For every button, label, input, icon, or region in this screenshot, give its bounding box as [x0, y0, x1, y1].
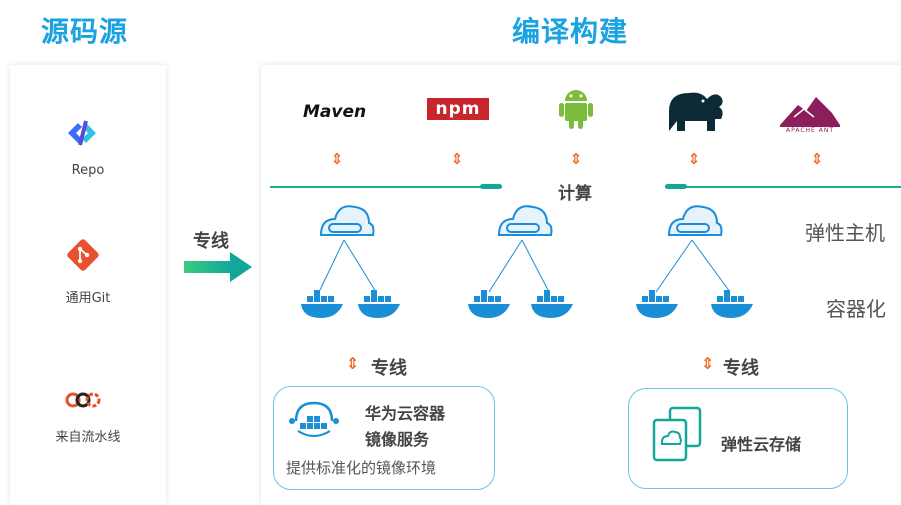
swr-title-line1: 华为云容器	[365, 404, 446, 423]
swr-icon	[286, 397, 342, 445]
docker-whale-icon	[468, 290, 510, 318]
pipeline-label: 来自流水线	[55, 430, 121, 445]
ant-logo: APACHE ANT	[776, 87, 844, 137]
docker-whale-icon	[711, 290, 753, 318]
tool-arrow-icon: ⇕	[810, 150, 824, 168]
swr-description: 提供标准化的镜像环境	[286, 459, 437, 477]
cloud-host-icon	[667, 205, 723, 236]
swr-title-line2: 镜像服务	[365, 430, 430, 449]
link-arrow-icon: ⇕	[346, 354, 360, 373]
repo-label: Repo	[71, 163, 105, 178]
right-link-label: 专线	[723, 358, 759, 379]
connector-label: 专线	[193, 231, 229, 252]
git-label: 通用Git	[65, 291, 111, 306]
tool-arrow-icon: ⇕	[569, 150, 583, 168]
tool-arrow-icon: ⇕	[330, 150, 344, 168]
compute-label: 计算	[558, 184, 592, 204]
docker-whale-icon	[358, 290, 400, 318]
maven-logo: Maven	[303, 102, 367, 122]
pipeline-icon[interactable]	[63, 388, 103, 412]
android-icon	[558, 85, 594, 131]
left-link-label: 专线	[371, 358, 407, 379]
build-header: 编译构建	[512, 15, 629, 48]
docker-whale-icon	[531, 290, 573, 318]
tool-arrow-icon: ⇕	[450, 150, 464, 168]
compute-line-left-end	[480, 184, 502, 189]
docker-whale-icon	[301, 290, 343, 318]
cloud-host-icon	[497, 205, 553, 236]
compute-line-right-end	[665, 184, 687, 189]
host-layer-label: 弹性主机	[805, 221, 885, 245]
gradle-elephant-icon	[663, 83, 729, 135]
compute-line-right	[665, 186, 901, 188]
tool-arrow-icon: ⇕	[687, 150, 701, 168]
container-layer-label: 容器化	[826, 297, 886, 321]
source-header: 源码源	[41, 15, 129, 48]
compute-line-left	[270, 186, 502, 188]
link-arrow-icon: ⇕	[701, 354, 715, 373]
docker-whale-icon	[636, 290, 678, 318]
ant-logo-text: APACHE ANT	[786, 127, 834, 134]
connector-arrow-icon	[184, 252, 252, 282]
host-container-diagram	[301, 205, 753, 318]
storage-title: 弹性云存储	[721, 435, 802, 454]
repo-icon[interactable]	[62, 115, 102, 151]
git-icon[interactable]	[66, 238, 100, 272]
storage-icon	[648, 406, 706, 464]
cloud-host-icon	[319, 205, 375, 236]
npm-logo: npm	[427, 98, 489, 120]
